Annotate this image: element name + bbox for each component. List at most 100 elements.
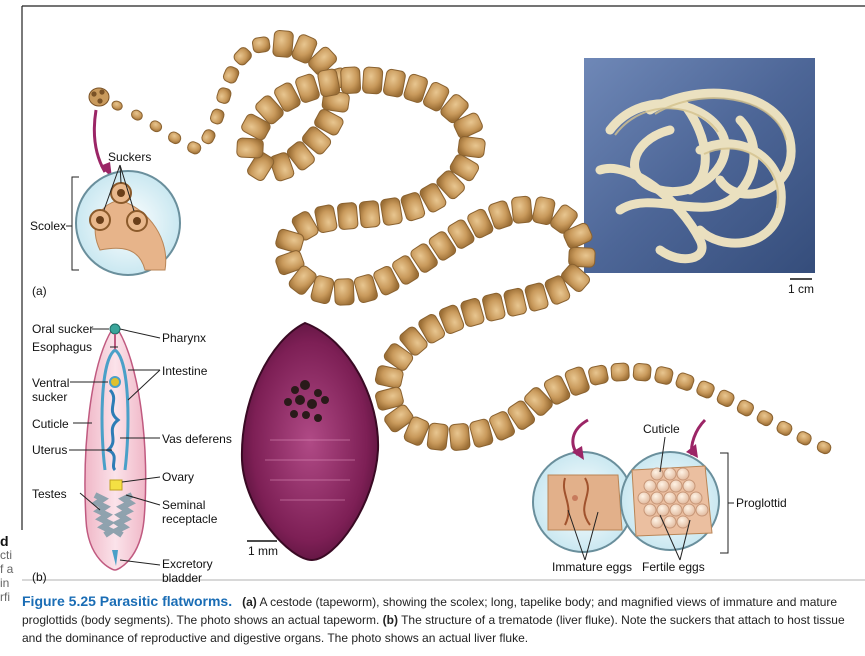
egg (683, 504, 695, 516)
panel-a-label: (a) (32, 284, 47, 298)
tapeworm-segment (148, 119, 163, 133)
tapeworm-segment (317, 68, 340, 97)
tapeworm-segment (222, 65, 241, 85)
cutoff-line: d (0, 534, 22, 548)
tapeworm-segment (611, 363, 630, 381)
cutoff-line: cti (0, 548, 22, 562)
scolex-label: Scolex (30, 219, 66, 233)
tapeworm-segment (383, 69, 406, 98)
panel-b-label: (b) (32, 570, 47, 584)
tapeworm-segment (237, 138, 264, 158)
tapeworm-segment (795, 430, 813, 447)
cutoff-line: f a (0, 562, 22, 576)
oral-sucker-label: Oral sucker (32, 322, 93, 336)
pharynx-label: Pharynx (162, 331, 206, 345)
vas-deferens-label: Vas deferens (162, 432, 232, 446)
scolex-arrow (94, 110, 105, 172)
tapeworm-segment (167, 130, 183, 145)
tapeworm-segment (252, 36, 271, 53)
egg (651, 492, 663, 504)
ovary-label: Ovary (162, 470, 194, 484)
egg (657, 504, 669, 516)
tapeworm-segment (111, 100, 124, 112)
seminal-label-2: receptacle (162, 512, 217, 526)
egg (651, 468, 663, 480)
egg (670, 480, 682, 492)
proglottid-magnified (533, 420, 734, 560)
cutoff-line: rfi (0, 590, 22, 604)
excretory-label-1: Excretory (162, 557, 213, 571)
tapeworm-segment (200, 128, 217, 145)
caption-b-label: (b) (383, 613, 398, 627)
tapeworm-segment (334, 279, 354, 306)
egg (644, 480, 656, 492)
tapeworm-segment (675, 372, 696, 392)
uterus-label: Uterus (32, 443, 67, 457)
tapeworm-segment (362, 67, 383, 94)
tapeworm-segment (273, 30, 294, 58)
figure-label: Figure 5.25 Parasitic flatworms. (22, 593, 232, 609)
tapeworm-segment (736, 399, 756, 418)
tapeworm-segment (654, 366, 674, 385)
scale-1cm-label: 1 cm (788, 282, 814, 296)
testes-label: Testes (32, 487, 67, 501)
cuticle-label-a: Cuticle (643, 422, 680, 436)
tapeworm-segment (482, 292, 506, 322)
tapeworm-segment (633, 363, 651, 381)
fertile-eggs-label: Fertile eggs (642, 560, 705, 574)
intestine-label: Intestine (162, 364, 207, 378)
egg (664, 516, 676, 528)
fluke-photo (242, 323, 378, 560)
tapeworm-segment (337, 202, 358, 230)
tapeworm-segment (216, 87, 233, 105)
tapeworm-segment (340, 67, 360, 94)
tapeworm-segment (209, 108, 225, 126)
tapeworm-segment (755, 409, 774, 427)
immature-eggs-label: Immature eggs (552, 560, 632, 574)
egg (690, 492, 702, 504)
tapeworm-segment (588, 364, 609, 385)
seminal-label-1: Seminal (162, 498, 205, 512)
egg (644, 504, 656, 516)
esophagus-label: Esophagus (32, 340, 92, 354)
scale-1mm-label: 1 mm (248, 544, 278, 558)
tapeworm-segment (427, 423, 449, 451)
tapeworm-segment (449, 423, 470, 451)
egg (696, 504, 708, 516)
tapeworm-segment (380, 197, 403, 226)
tapeworm-segment (186, 140, 202, 155)
tapeworm-segment (130, 108, 144, 121)
ventral-sucker-label-2: sucker (32, 390, 67, 404)
cuticle-label-b: Cuticle (32, 417, 69, 431)
tapeworm-segment (511, 196, 532, 224)
egg (670, 504, 682, 516)
egg (638, 492, 650, 504)
egg (664, 468, 676, 480)
tapeworm-segment (695, 380, 715, 400)
fluke-diagram (69, 324, 160, 570)
tapeworm-segment (232, 46, 253, 67)
tapeworm-segment (775, 420, 793, 438)
egg (657, 480, 669, 492)
egg (677, 492, 689, 504)
excretory-label-2: bladder (162, 571, 202, 585)
cutoff-line: in (0, 576, 22, 590)
tapeworm-segment (503, 287, 527, 317)
egg (664, 492, 676, 504)
egg (683, 480, 695, 492)
egg (677, 516, 689, 528)
figure-caption: Figure 5.25 Parasitic flatworms. (a) A c… (22, 592, 852, 647)
tapeworm-segment (359, 200, 380, 228)
tapeworm-segment (816, 440, 833, 456)
caption-a-label: (a) (242, 595, 257, 609)
tapeworm-segment (716, 389, 736, 408)
cutoff-text: d cti f a in rfi (0, 534, 22, 610)
egg (677, 468, 689, 480)
scolex-head (89, 88, 109, 106)
proglottid-label: Proglottid (736, 496, 787, 510)
scolex-magnified (66, 165, 180, 275)
suckers-label: Suckers (108, 150, 151, 164)
ventral-sucker-label-1: Ventral (32, 376, 69, 390)
